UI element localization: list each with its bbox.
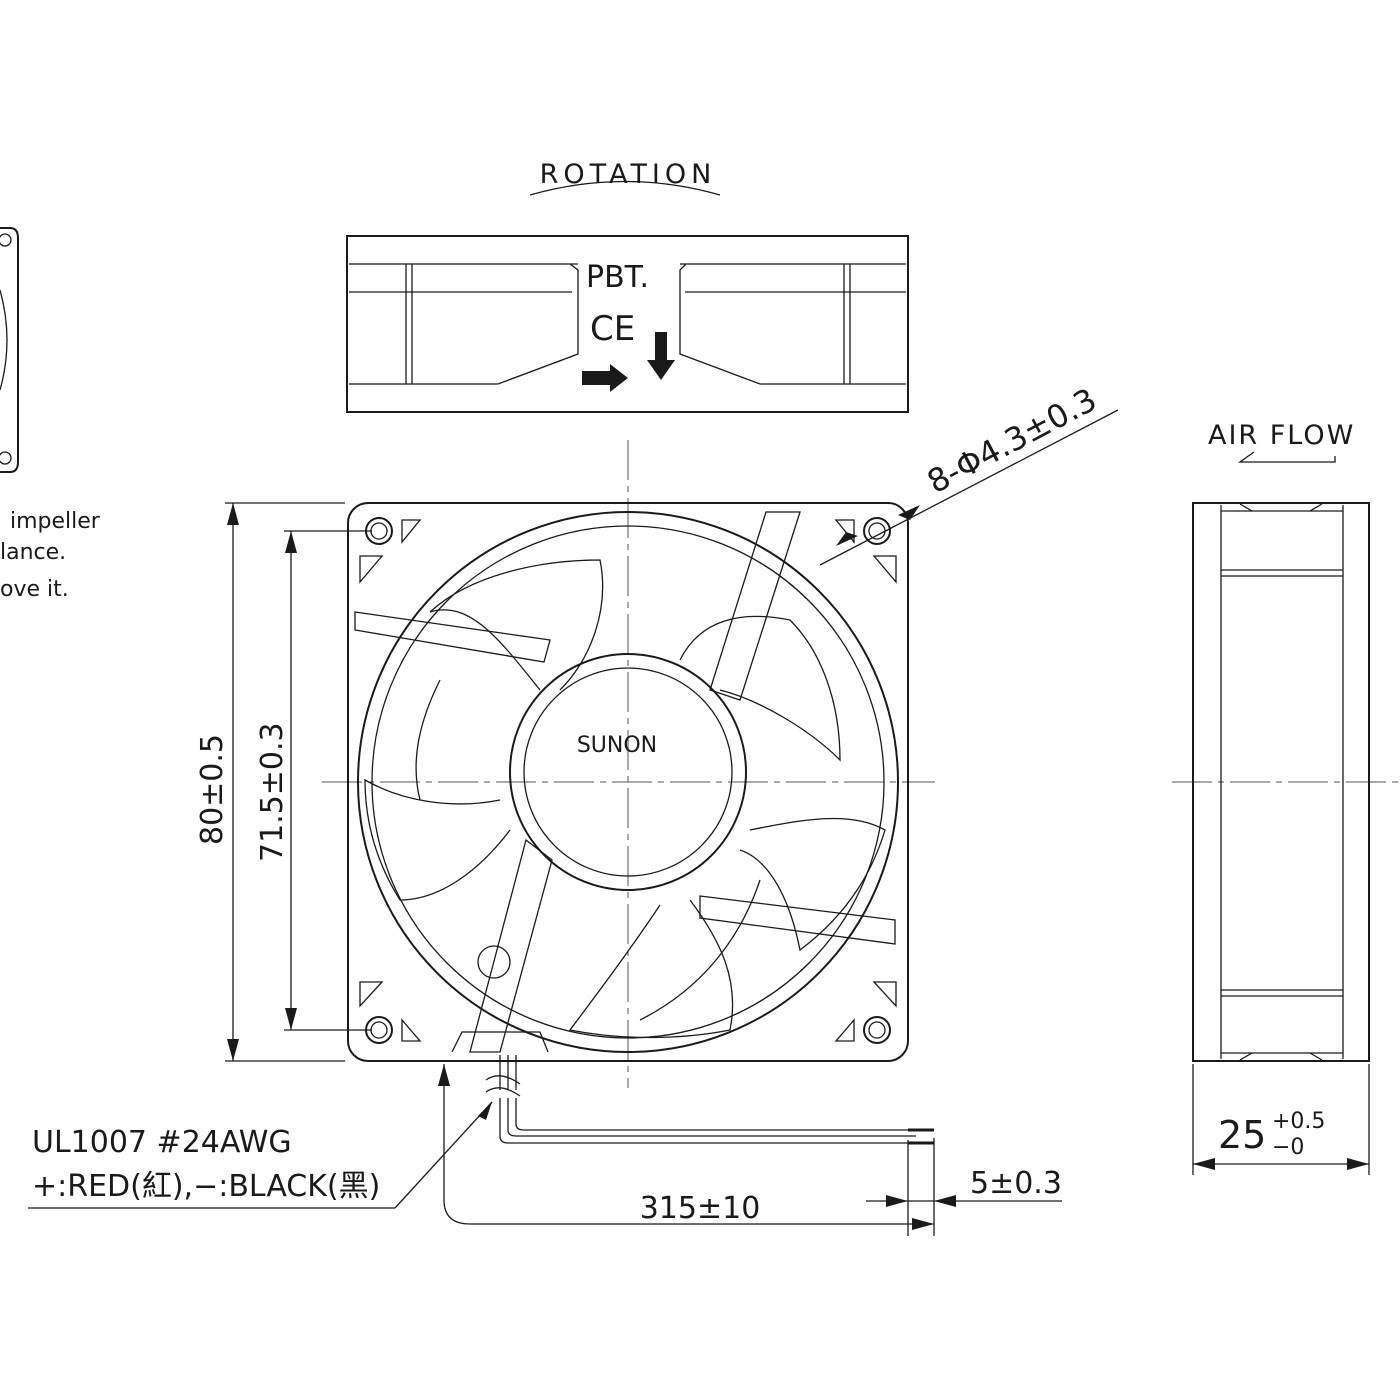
airflow-label-group: AIR FLOW (1208, 420, 1355, 463)
dim-depth-tol-lower: −0 (1272, 1135, 1304, 1160)
dim-outer-group: 80±0.5 (195, 502, 345, 1062)
airflow-label: AIR FLOW (1208, 420, 1355, 451)
wire-colors-label: +:RED(紅),−:BLACK(黑) (32, 1169, 380, 1204)
wire-spec-callout: UL1007 #24AWG +:RED(紅),−:BLACK(黑) (28, 1101, 493, 1209)
note-line-3: ove it. (0, 577, 69, 602)
dim-depth-tol-upper: +0.5 (1272, 1109, 1325, 1134)
side-view-top: PBT. CE (346, 235, 909, 413)
side-view-right (1192, 502, 1370, 1062)
arrow-down-icon (647, 332, 675, 380)
dim-outer-label: 80±0.5 (195, 734, 230, 845)
dim-lead-group: 315±10 (438, 1064, 935, 1236)
dim-depth-group: 25 +0.5 −0 (1192, 1064, 1370, 1175)
material-label: PBT. (586, 260, 649, 295)
lead-wires (485, 1055, 934, 1145)
dim-strip-group: 5±0.3 (866, 1166, 1062, 1207)
ce-mark: CE (590, 309, 635, 349)
dim-lead-label: 315±10 (640, 1191, 761, 1226)
hole-spec-label: 8-Φ4.3±0.3 (921, 380, 1103, 501)
note-line-2: lance. (0, 540, 66, 565)
rotation-label: ROTATION (540, 159, 717, 190)
fan-front-view: SUNON (347, 502, 909, 1062)
dim-inner-label: 71.5±0.3 (255, 722, 290, 862)
note-line-1: impeller (10, 509, 101, 534)
dim-inner-group: 71.5±0.3 (255, 530, 372, 1031)
left-partial-view (0, 227, 19, 473)
rotation-label-group: ROTATION (529, 159, 721, 196)
brand-label: SUNON (577, 733, 657, 758)
dim-strip-label: 5±0.3 (970, 1166, 1062, 1201)
arrow-right-icon (582, 364, 628, 392)
wire-spec-label: UL1007 #24AWG (32, 1125, 292, 1160)
dim-depth-label: 25 (1218, 1113, 1266, 1157)
